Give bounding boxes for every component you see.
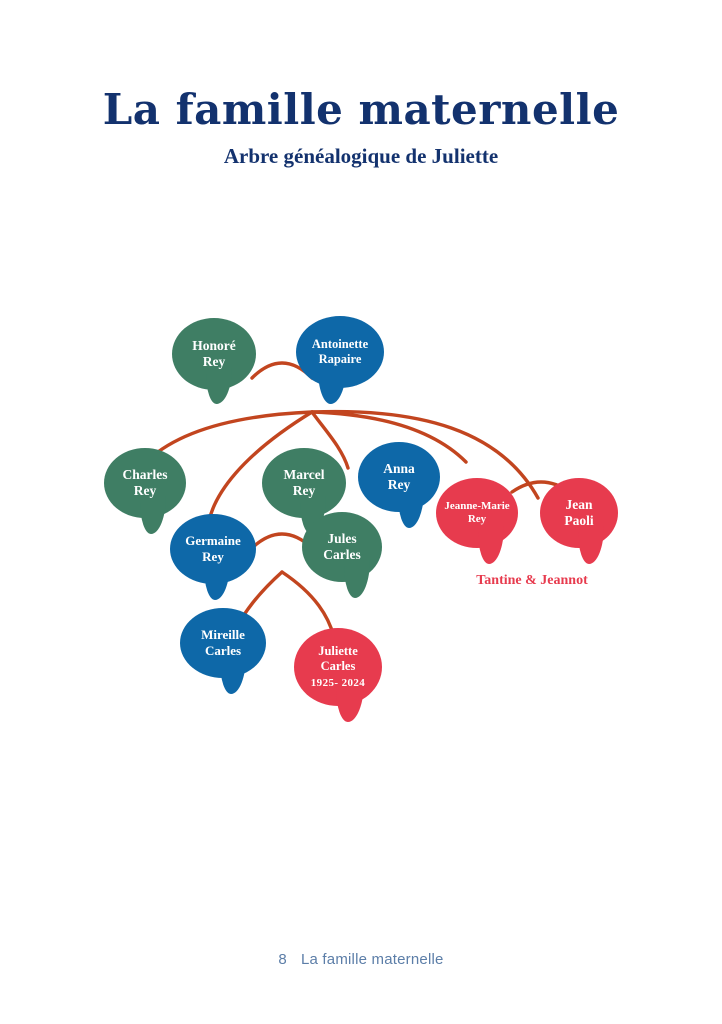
node-label-honore-rey: Honoré Rey	[188, 338, 240, 371]
node-dates-juliette-carles: 1925- 2024	[310, 677, 366, 690]
edge-child-charles	[146, 410, 314, 462]
node-label-line2: Rey	[467, 513, 487, 525]
page-header: La famille maternelle Arbre généalogique…	[0, 86, 722, 169]
node-label-marcel-rey: Marcel Rey	[280, 467, 329, 500]
node-label-germaine-rey: Germaine Rey	[181, 533, 245, 565]
node-label-jean-paoli: Jean Paoli	[560, 497, 597, 530]
node-label-line1: Mireille	[201, 627, 245, 643]
page-subtitle: Arbre généalogique de Juliette	[223, 144, 499, 168]
node-label-line1: Marcel	[283, 466, 325, 482]
node-label-antoinette-rapaire: Antoinette Rapaire	[308, 337, 372, 368]
node-label-line2: Rey	[202, 549, 224, 564]
page-title: La famille maternelle	[102, 85, 620, 134]
node-juliette-carles[interactable]: Juliette Carles 1925- 2024	[294, 628, 382, 722]
node-label-line2: Rey	[202, 354, 226, 369]
node-label-line2: Carles	[320, 658, 356, 673]
node-label-line2: Rapaire	[318, 352, 362, 366]
node-label-juliette-carles: Juliette Carles 1925- 2024	[307, 644, 369, 691]
node-label-line2: Carles	[204, 643, 242, 658]
node-label-mireille-carles: Mireille Carles	[197, 627, 249, 659]
node-label-line1: Anna	[383, 460, 415, 476]
node-anna-rey[interactable]: Anna Rey	[358, 442, 440, 528]
node-label-line1: Jean	[565, 496, 593, 512]
node-label-jules-carles: Jules Carles	[319, 531, 365, 564]
node-jean-paoli[interactable]: Jean Paoli	[540, 478, 618, 564]
node-label-line2: Paoli	[564, 513, 594, 528]
node-label-line1: Antoinette	[311, 336, 369, 351]
node-label-line1: Charles	[122, 466, 168, 482]
page-footer: 8 La famille maternelle	[0, 950, 722, 970]
edge-child-jeannemarie	[310, 409, 540, 500]
node-label-line2: Carles	[323, 547, 361, 562]
node-mireille-carles[interactable]: Mireille Carles	[180, 608, 266, 694]
node-charles-rey[interactable]: Charles Rey	[104, 448, 186, 534]
node-label-line1: Honoré	[192, 337, 236, 353]
node-label-line2: Rey	[292, 483, 316, 498]
family-tree-diagram: Honoré Rey Antoinette Rapaire Charles Re…	[0, 290, 722, 750]
node-honore-rey[interactable]: Honoré Rey	[172, 318, 256, 404]
footer-page-number: 8	[278, 951, 287, 968]
node-label-anna-rey: Anna Rey	[379, 461, 419, 494]
node-label-charles-rey: Charles Rey	[119, 467, 172, 500]
footer-section-title: La famille maternelle	[300, 951, 444, 968]
node-jeanne-marie-rey[interactable]: Jeanne-Marie Rey	[436, 478, 518, 564]
node-jules-carles[interactable]: Jules Carles	[302, 512, 382, 598]
node-label-line1: Germaine	[185, 533, 241, 549]
node-label-line2: Rey	[133, 483, 157, 498]
node-label-line1: Jules	[327, 530, 357, 546]
node-marcel-rey[interactable]: Marcel Rey	[262, 448, 346, 534]
edge-child-marcel	[310, 410, 350, 470]
node-germaine-rey[interactable]: Germaine Rey	[170, 514, 256, 600]
couple-caption-tantine-jeannot: Tantine & Jeannot	[476, 573, 588, 588]
node-label-line1: Juliette	[318, 643, 358, 658]
node-label-line1: Jeanne-Marie	[444, 499, 510, 512]
node-label-line2: Rey	[387, 477, 411, 492]
node-label-jeanne-marie-rey: Jeanne-Marie Rey	[440, 500, 513, 527]
node-antoinette-rapaire[interactable]: Antoinette Rapaire	[296, 316, 384, 404]
